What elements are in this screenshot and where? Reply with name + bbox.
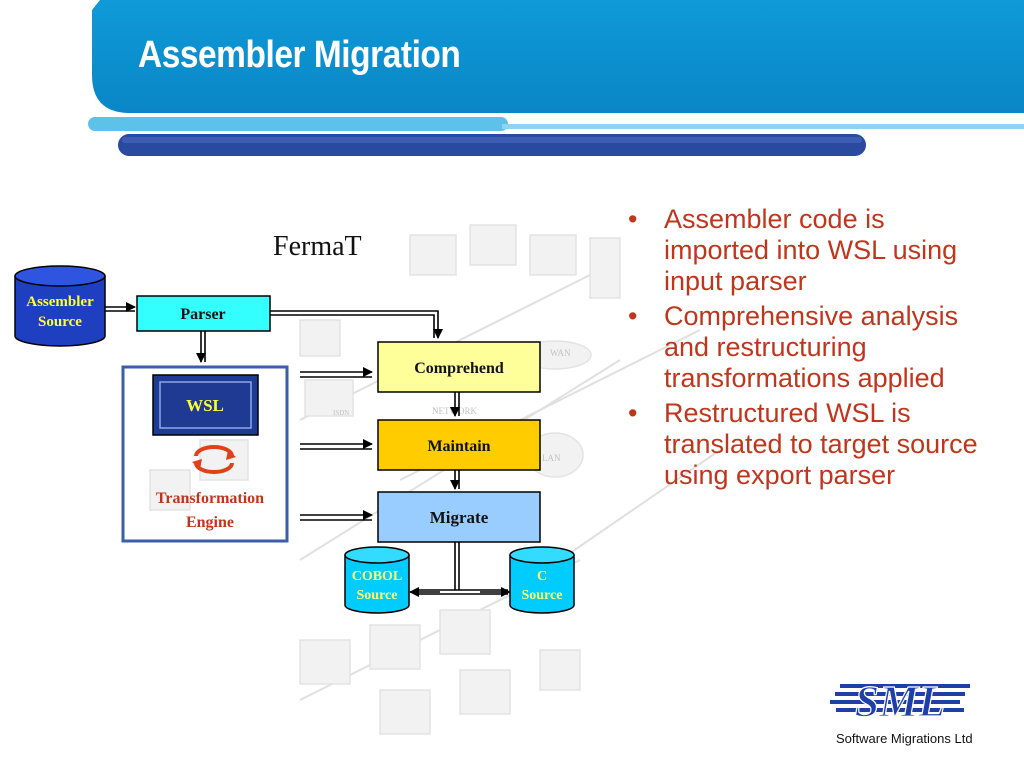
parser-label: Parser — [180, 306, 225, 323]
cobol-source-cylinder: COBOL Source — [344, 546, 410, 614]
transformation-engine-group: WSL Transformation Engine — [121, 365, 289, 543]
wsl-label: WSL — [186, 396, 224, 415]
bg-label-lan: LAN — [542, 453, 561, 463]
bullet-dot: • — [628, 301, 638, 331]
bullet-dot: • — [628, 398, 638, 428]
engine-label-line1: Transformation — [156, 490, 264, 507]
migrate-box: Migrate — [377, 491, 541, 543]
assembler-source-cylinder: Assembler Source — [14, 265, 106, 347]
maintain-label: Maintain — [427, 438, 490, 455]
comprehend-box: Comprehend — [377, 341, 541, 393]
assembler-source-label-line1: Assembler — [26, 294, 94, 310]
company-logo: SML — [830, 676, 970, 727]
bullet-item: • Assembler code is imported into WSL usi… — [622, 204, 997, 297]
engine-label-line2: Engine — [186, 514, 234, 531]
c-source-label-line2: Source — [522, 588, 563, 603]
cobol-source-label-line1: COBOL — [352, 569, 403, 584]
slide-title: Assembler Migration — [138, 34, 461, 76]
parser-box: Parser — [136, 295, 271, 332]
bullet-text: Restructured WSL is translated to target… — [664, 398, 978, 490]
connectors — [105, 302, 511, 597]
assembler-source-label-line2: Source — [38, 314, 82, 330]
bullet-text: Assembler code is imported into WSL usin… — [664, 204, 958, 296]
comprehend-label: Comprehend — [414, 360, 504, 377]
bullet-item: • Restructured WSL is translated to targe… — [622, 398, 997, 491]
bullet-text: Comprehensive analysis and restructuring… — [664, 301, 959, 393]
c-source-cylinder: C Source — [509, 546, 575, 614]
logo-text: SML — [855, 677, 945, 726]
migrate-label: Migrate — [430, 508, 489, 527]
bg-label-wan: WAN — [550, 348, 571, 358]
maintain-box: Maintain — [377, 419, 541, 471]
diagram-heading: FermaT — [273, 231, 362, 262]
c-source-label-line1: C — [537, 569, 547, 584]
bullet-item: • Comprehensive analysis and restructurin… — [622, 301, 997, 394]
bullet-dot: • — [628, 204, 638, 234]
cobol-source-label-line2: Source — [357, 588, 398, 603]
company-name: Software Migrations Ltd — [836, 731, 973, 746]
wsl-box: WSL — [152, 374, 259, 436]
cycle-arrows-icon — [192, 445, 236, 474]
bullet-list: • Assembler code is imported into WSL usi… — [622, 204, 997, 495]
header-band — [88, 0, 1024, 156]
bg-label-isdn: ISDN — [333, 409, 349, 417]
